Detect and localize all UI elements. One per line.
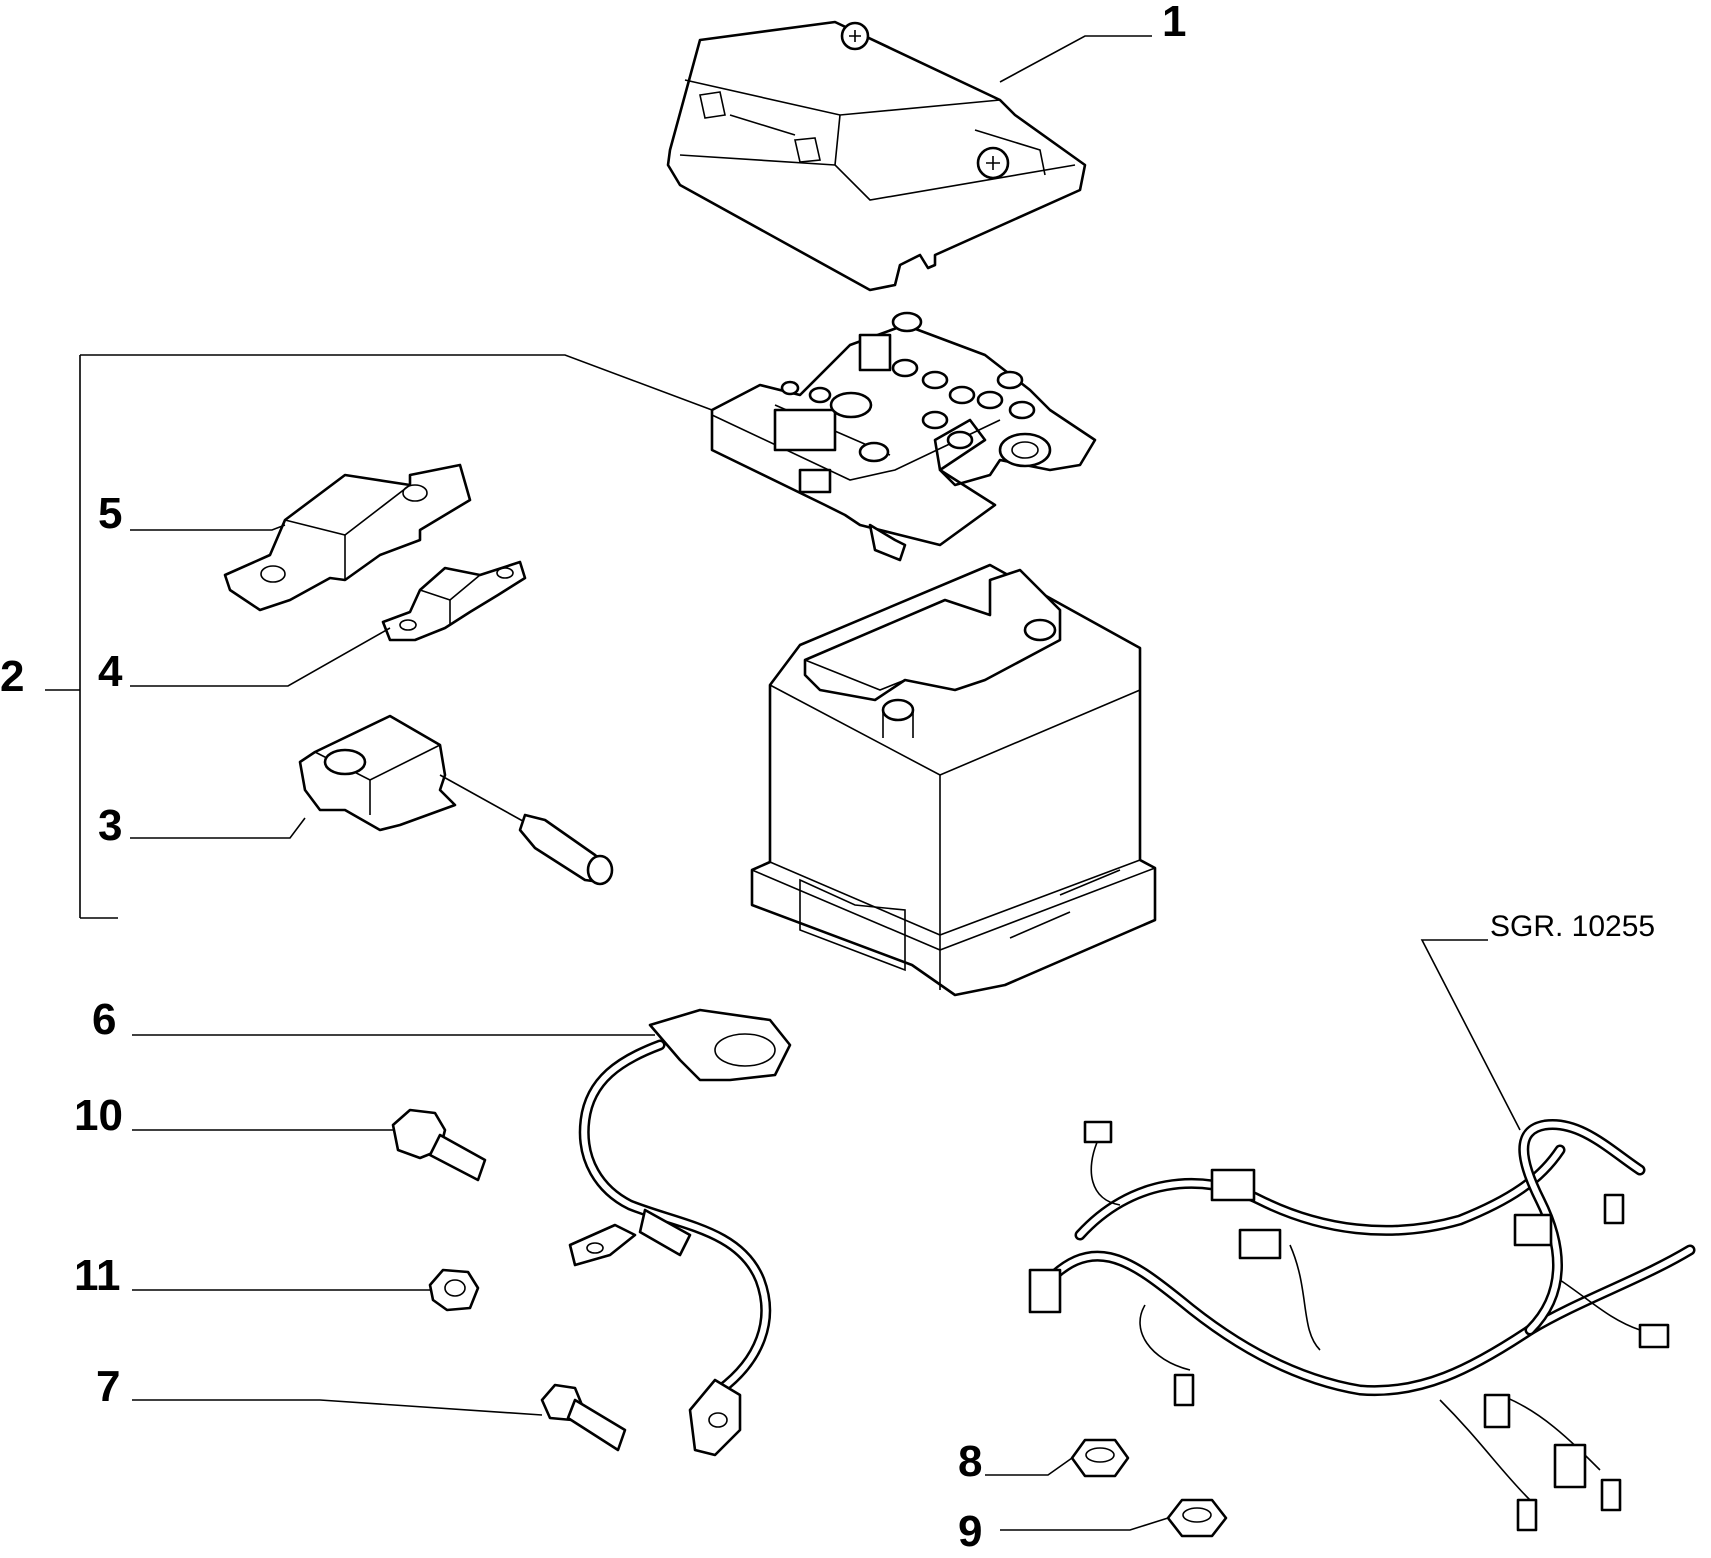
callout-7: 7 <box>96 1362 121 1411</box>
bolt-10-part <box>391 1108 487 1182</box>
large-fuse-part <box>223 463 472 612</box>
battery-cover-part <box>666 20 1087 292</box>
callout-4: 4 <box>98 647 123 696</box>
nut-8-part <box>1070 1438 1130 1478</box>
callout-11: 11 <box>74 1251 121 1300</box>
callout-2: 2 <box>0 652 25 701</box>
fuse-box-part <box>710 311 1097 562</box>
bolt-7-part <box>540 1383 627 1452</box>
battery-part <box>750 563 1157 997</box>
sensor-part <box>298 714 614 886</box>
callout-1: 1 <box>1162 0 1187 46</box>
wiring-harness-part <box>1028 1118 1696 1532</box>
harness-reference-label: SGR. 10255 <box>1490 910 1656 943</box>
callout-8: 8 <box>958 1437 983 1486</box>
small-fuse-part <box>381 560 527 642</box>
callout-10: 10 <box>74 1091 123 1140</box>
nut-9-part <box>1166 1498 1228 1538</box>
leader-lines <box>45 35 1521 1531</box>
callout-6: 6 <box>92 995 117 1044</box>
callout-9: 9 <box>958 1507 983 1556</box>
callout-5: 5 <box>98 489 123 538</box>
callout-3: 3 <box>98 801 123 850</box>
ground-cable-part <box>568 1008 792 1457</box>
nut-11-part <box>428 1268 480 1312</box>
